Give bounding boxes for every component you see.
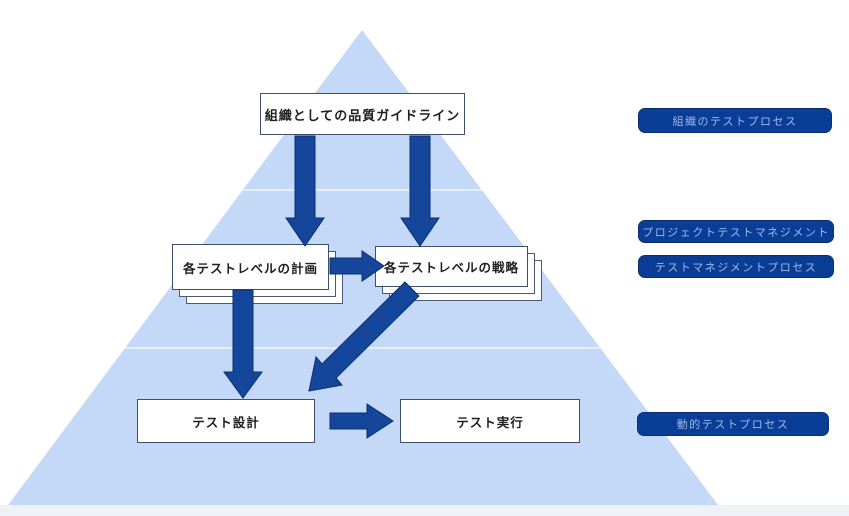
pill-project-test-management: プロジェクトテストマネジメント	[638, 220, 834, 243]
box-test-level-plan: 各テストレベルの計画	[172, 244, 343, 304]
pill-organizational-test-process: 組織のテストプロセス	[638, 108, 832, 133]
box-test-level-plan-label: 各テストレベルの計画	[182, 261, 318, 276]
box-quality-guidelines: 組織としての品質ガイドライン	[260, 93, 465, 135]
bottom-strip	[0, 505, 849, 516]
box-test-design: テスト設計	[137, 399, 315, 443]
pill-dynamic-test-process: 動的テストプロセス	[637, 412, 829, 436]
box-test-execution-label: テスト実行	[456, 415, 524, 430]
box-test-design-label: テスト設計	[192, 415, 260, 430]
box-test-execution: テスト実行	[400, 399, 580, 443]
box-quality-guidelines-label: 組織としての品質ガイドライン	[264, 107, 461, 123]
box-test-level-strategy-label: 各テストレベルの戦略	[383, 261, 519, 275]
box-test-level-strategy: 各テストレベルの戦略	[375, 246, 542, 301]
pill-test-management-process: テストマネジメントプロセス	[638, 255, 834, 278]
